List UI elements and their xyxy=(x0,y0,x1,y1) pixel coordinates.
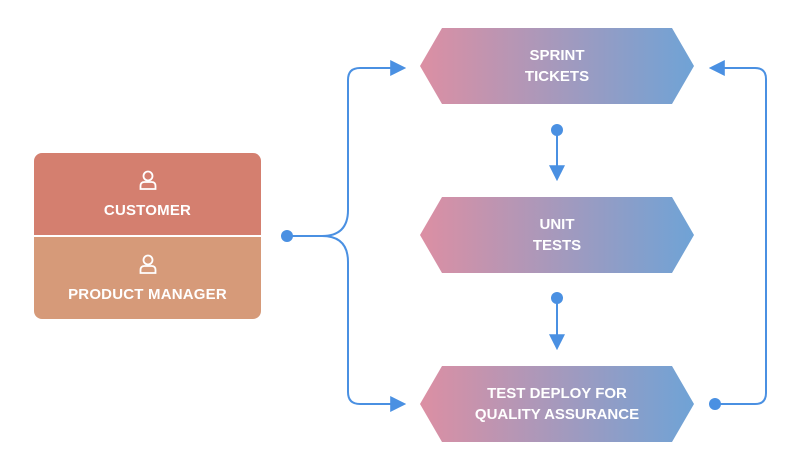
step-label-line: SPRINT xyxy=(529,47,585,64)
step-test-deploy: TEST DEPLOY FOR QUALITY ASSURANCE xyxy=(420,383,694,425)
person-icon xyxy=(139,254,156,274)
product-manager-label: PRODUCT MANAGER xyxy=(68,286,227,303)
person-icon xyxy=(139,170,156,190)
customer-card: CUSTOMER xyxy=(34,153,261,235)
step-label-line: TEST DEPLOY FOR xyxy=(487,385,627,402)
step-label-line: TICKETS xyxy=(524,68,590,85)
step-shape-unit-tests xyxy=(420,197,694,273)
feedback-loop-arrow xyxy=(708,60,767,405)
role-divider xyxy=(34,235,261,237)
customer-label: CUSTOMER xyxy=(103,202,192,219)
step-label-line: TESTS xyxy=(532,237,582,254)
arrow-to-sprint-tickets xyxy=(287,60,407,237)
arrow-to-test-deploy xyxy=(321,235,407,412)
step-sprint-tickets: SPRINT TICKETS xyxy=(420,45,694,87)
step-unit-tests: UNIT TESTS xyxy=(420,214,694,256)
product-manager-card: PRODUCT MANAGER xyxy=(34,237,261,319)
step-label-line: UNIT xyxy=(539,216,575,233)
step-shape-sprint-tickets xyxy=(420,28,694,104)
step-shape-test-deploy xyxy=(420,366,694,442)
step-label-line: QUALITY ASSURANCE xyxy=(474,406,640,423)
